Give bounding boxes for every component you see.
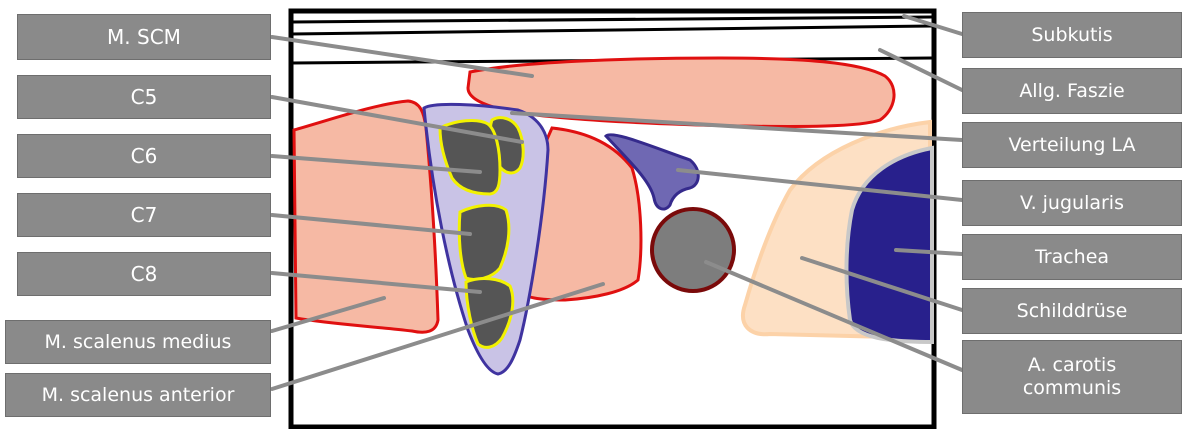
label-c8: C8 (17, 252, 271, 296)
c7-nerve-root (459, 205, 509, 279)
label-m-scm: M. SCM (17, 14, 271, 60)
label-c6: C6 (17, 134, 271, 178)
label-c5: C5 (17, 75, 271, 119)
carotid-artery (652, 209, 734, 291)
label-allg-faszie: Allg. Faszie (962, 68, 1182, 114)
label-trachea: Trachea (962, 234, 1182, 280)
label-schilddruese: Schilddrüse (962, 288, 1182, 334)
label-verteilung-la: Verteilung LA (962, 122, 1182, 168)
label-v-jugularis: V. jugularis (962, 180, 1182, 226)
label-c7: C7 (17, 193, 271, 237)
label-scalenus-medius: M. scalenus medius (5, 320, 271, 364)
scalenus-medius-muscle (294, 101, 438, 332)
label-scalenus-anterior: M. scalenus anterior (5, 373, 271, 417)
label-a-carotis-communis: A. carotis communis (962, 340, 1182, 414)
label-subkutis: Subkutis (962, 12, 1182, 58)
